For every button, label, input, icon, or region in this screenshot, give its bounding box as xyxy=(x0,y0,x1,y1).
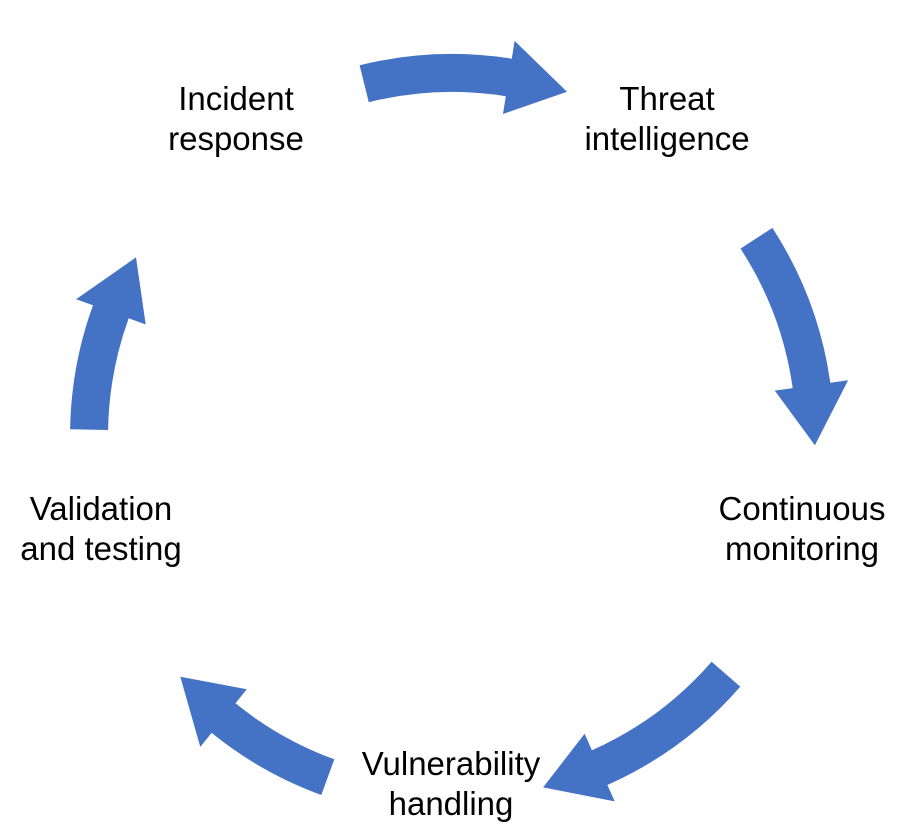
stage-label-validation-and-testing: Validation and testing xyxy=(20,490,182,567)
stage-label-continuous-monitoring: Continuous monitoring xyxy=(718,490,886,567)
arrow-vuln-to-validation xyxy=(180,676,335,795)
arrow-validation-to-incident xyxy=(70,257,146,430)
stage-label-vulnerability-handling: Vulnerability handling xyxy=(361,745,541,822)
arrow-incident-to-threat xyxy=(359,40,567,114)
arrow-monitoring-to-vuln xyxy=(543,661,741,802)
stage-label-incident-response: Incident response xyxy=(168,80,304,157)
arrow-threat-to-monitoring xyxy=(740,227,849,446)
stage-label-threat-intelligence: Threat intelligence xyxy=(584,80,750,157)
